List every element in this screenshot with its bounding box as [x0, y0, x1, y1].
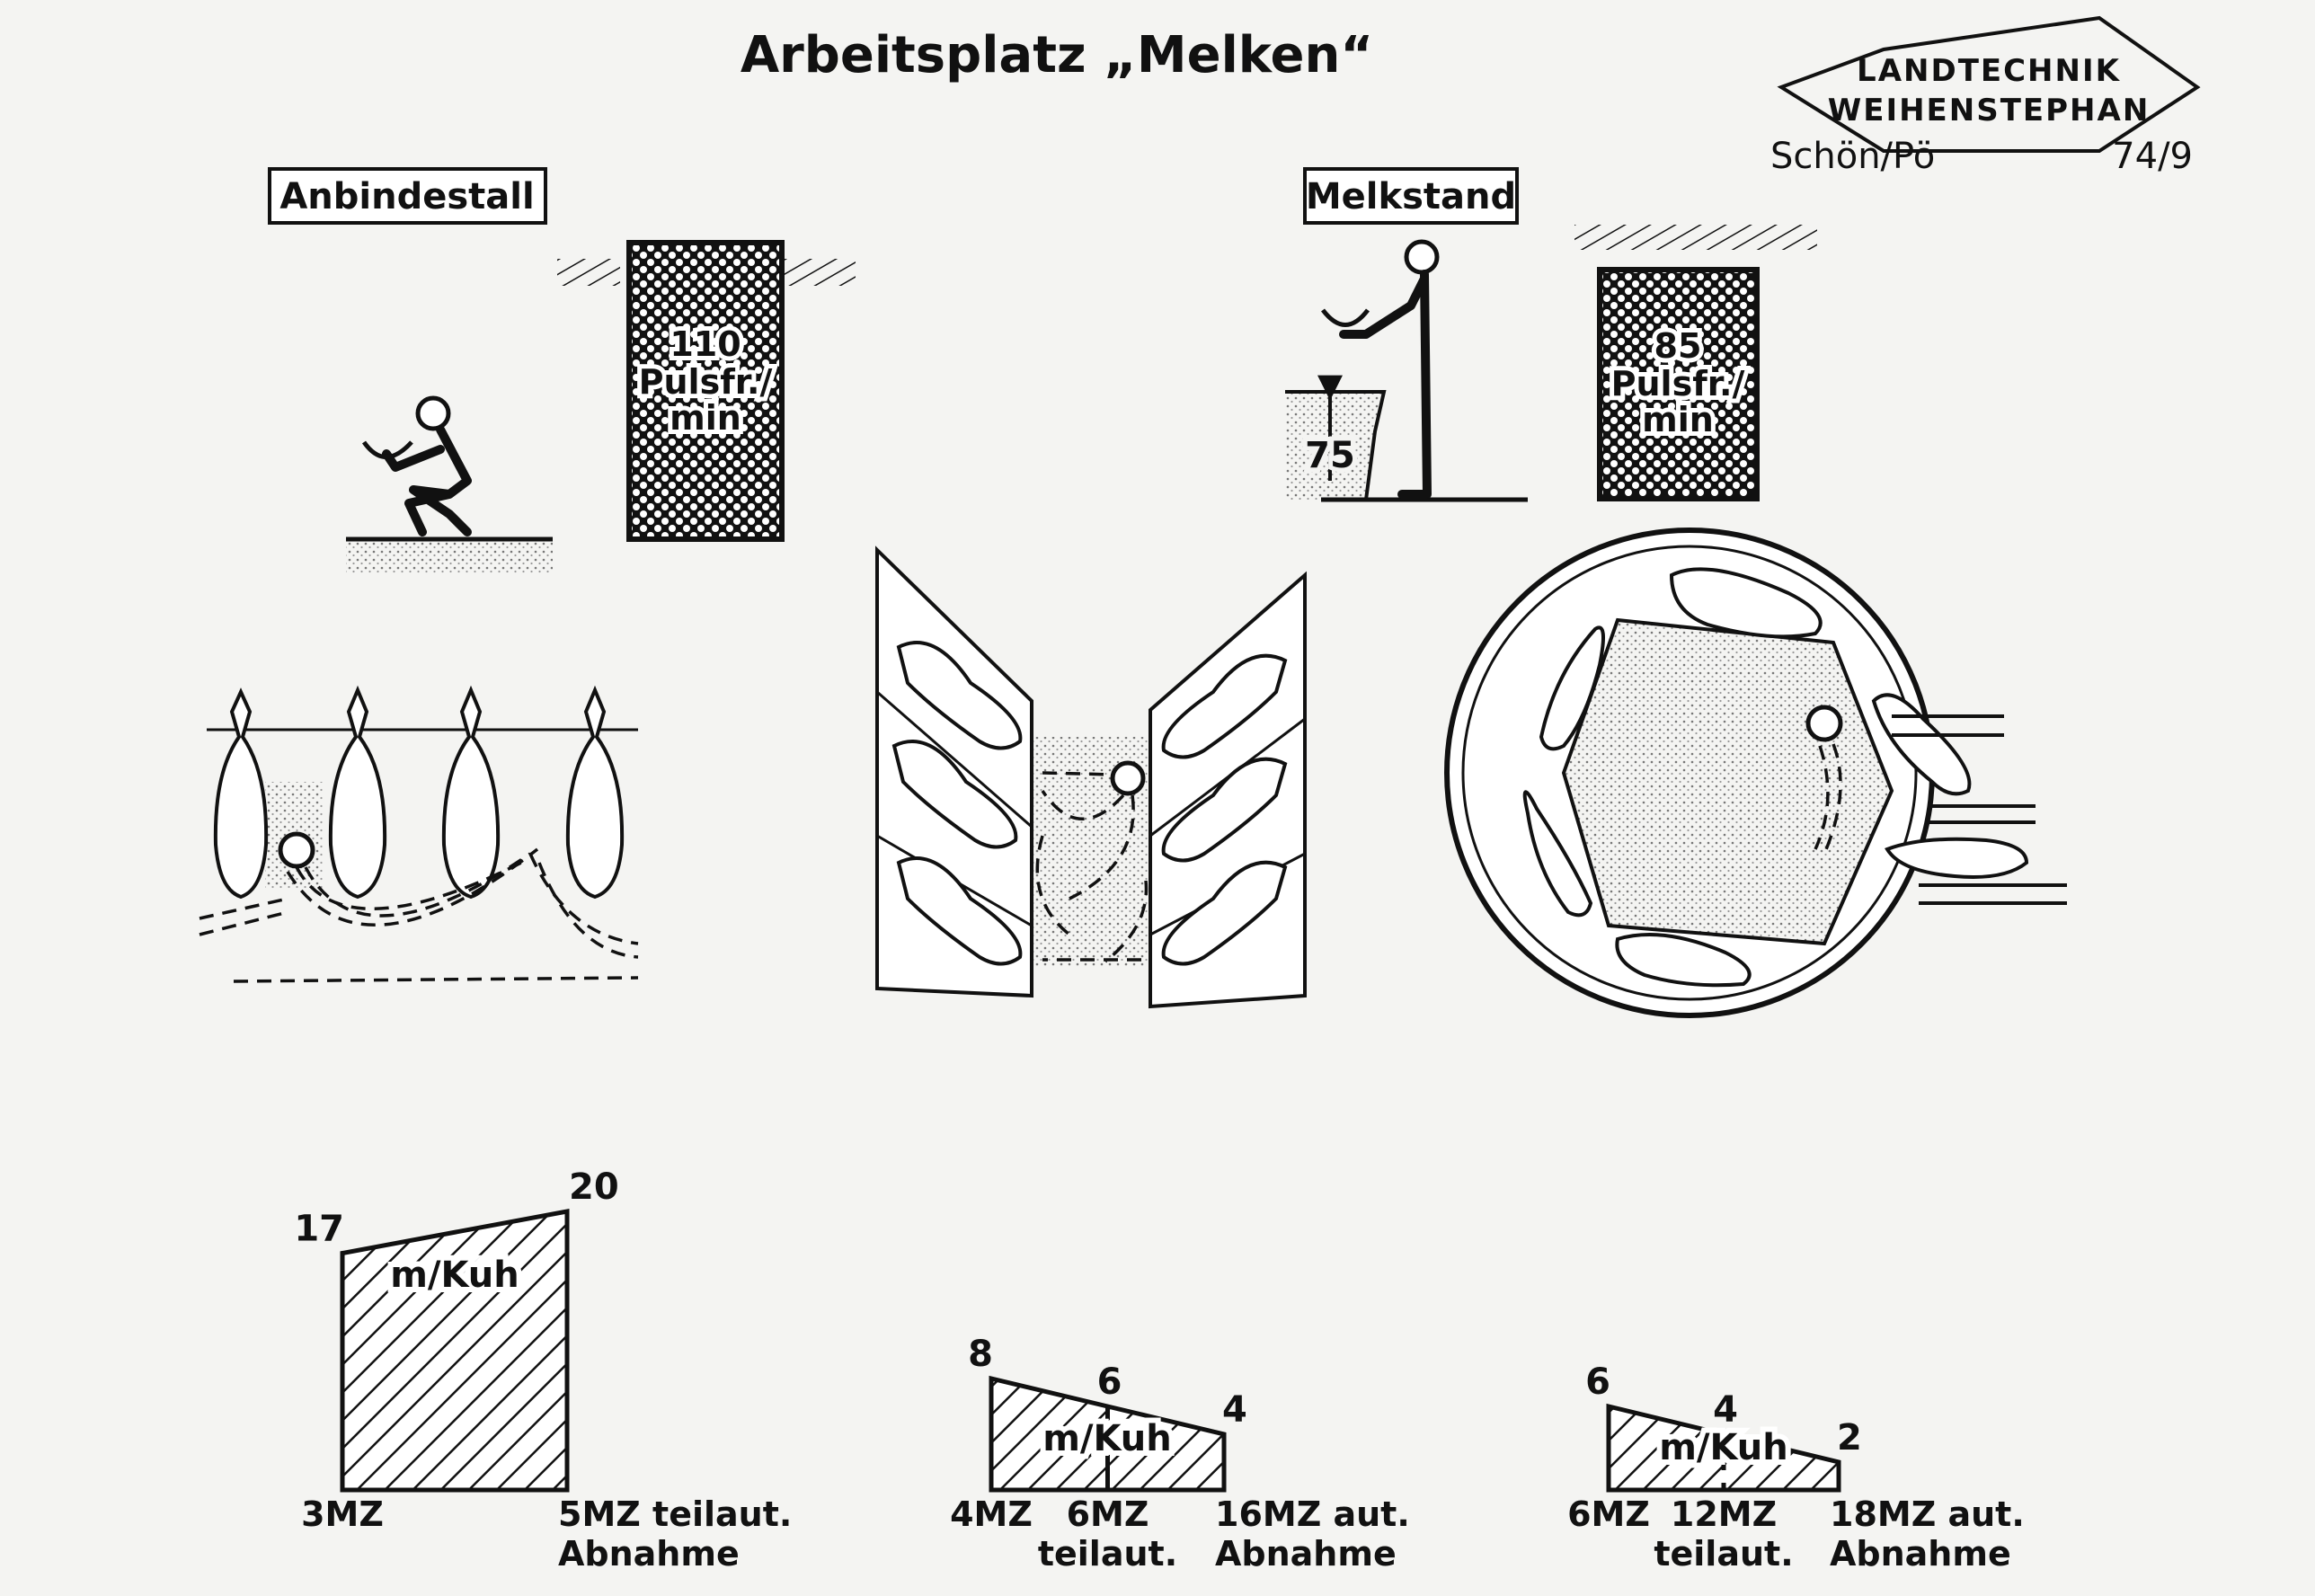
chart-x-tick-label: teilaut. — [1038, 1534, 1177, 1574]
cow-icon — [1615, 933, 1752, 988]
chart-inner-label: m/Kuh — [1659, 1427, 1788, 1468]
tie-stall-plan — [199, 685, 639, 983]
chart-x-tick-label: 4MZ — [950, 1494, 1033, 1534]
chart-value-label: 6 — [1585, 1361, 1610, 1403]
cow-icon — [1161, 757, 1288, 863]
logo-line2: WEIHENSTEPHAN — [1828, 93, 2151, 129]
pulse-column-left: 110 Pulsfr./ min — [557, 240, 856, 542]
chart-x-tick-label: 5MZ teilaut. — [558, 1494, 792, 1534]
chart-x-tick-label: 12MZ — [1671, 1494, 1777, 1534]
chart-value-label: 17 — [294, 1209, 344, 1250]
chart-x-tick-label: Abnahme — [1830, 1534, 2011, 1574]
section-anbindestall: Anbindestall — [268, 167, 547, 225]
cow-icon — [896, 856, 1023, 966]
landtechnik-logo: LANDTECHNIK WEIHENSTEPHAN — [1777, 15, 2201, 153]
chart-value-label: 4 — [1222, 1389, 1247, 1431]
chart-value-label: 8 — [968, 1334, 993, 1375]
logo-line1: LANDTECHNIK — [1857, 53, 2121, 89]
chart-x-tick-label: Abnahme — [558, 1534, 740, 1574]
chart-x-tick-label: teilaut. — [1654, 1534, 1793, 1574]
chart-x-tick-label: 16MZ aut. — [1215, 1494, 1410, 1534]
standing-milker-icon: 75 — [1285, 239, 1528, 502]
page-title: Arbeitsplatz „Melken“ — [741, 26, 1373, 84]
pulse-unit1-left: Pulsfr./ — [639, 362, 773, 402]
cow-icon — [896, 641, 1023, 750]
rotary-parlor-plan — [1444, 528, 2067, 1018]
section-label-left: Anbindestall — [279, 176, 534, 217]
cow-icon — [1539, 625, 1605, 751]
chart-1: 17 20 m/Kuh 3MZ 5MZ teilaut.Abnahme — [294, 1166, 792, 1574]
chart-x-tick-label: 3MZ — [301, 1494, 384, 1534]
chart-value-label: 4 — [1713, 1389, 1738, 1431]
pulse-column-right: 85 Pulsfr./ min — [1574, 225, 1817, 501]
section-label-right: Melkstand — [1306, 176, 1516, 217]
chart-area-shape — [340, 1208, 570, 1493]
author-label: Schön/Pö — [1770, 136, 1935, 177]
section-melkstand: Melkstand — [1303, 167, 1519, 225]
chart-value-label: 20 — [569, 1166, 619, 1208]
cow-icon — [565, 685, 625, 900]
cow-icon — [328, 685, 387, 900]
cow-icon — [441, 685, 501, 900]
cow-icon — [1871, 693, 1972, 796]
cow-icon — [1161, 860, 1288, 966]
cow-icon — [1885, 837, 2029, 879]
pulse-value-right: 85 — [1654, 326, 1702, 366]
figure-code: 74/9 — [2112, 136, 2193, 177]
herringbone-parlor-plan — [875, 545, 1307, 1009]
chart-inner-label: m/Kuh — [1042, 1418, 1172, 1459]
chart-x-tick-label: Abnahme — [1215, 1534, 1397, 1574]
chart-value-label: 2 — [1837, 1417, 1862, 1459]
chart-x-tick-label: 6MZ — [1567, 1494, 1650, 1534]
chart-x-tick-label: 18MZ aut. — [1830, 1494, 2025, 1534]
cow-icon — [891, 740, 1018, 849]
squatting-milker-icon — [346, 395, 553, 573]
cow-icon — [213, 687, 269, 900]
chart-inner-label: m/Kuh — [390, 1255, 519, 1296]
pulse-unit1-right: Pulsfr./ — [1611, 364, 1745, 403]
chart-x-tick-label: 6MZ — [1067, 1494, 1149, 1534]
cow-icon — [1669, 567, 1823, 639]
height-label: 75 — [1305, 435, 1355, 476]
cow-icon — [1522, 790, 1593, 918]
pulse-value-left: 110 — [670, 324, 741, 364]
chart-value-label: 6 — [1097, 1361, 1122, 1403]
cow-icon — [1161, 653, 1288, 759]
pulse-unit2-right: min — [1642, 400, 1714, 439]
pulse-unit2-left: min — [670, 398, 741, 438]
